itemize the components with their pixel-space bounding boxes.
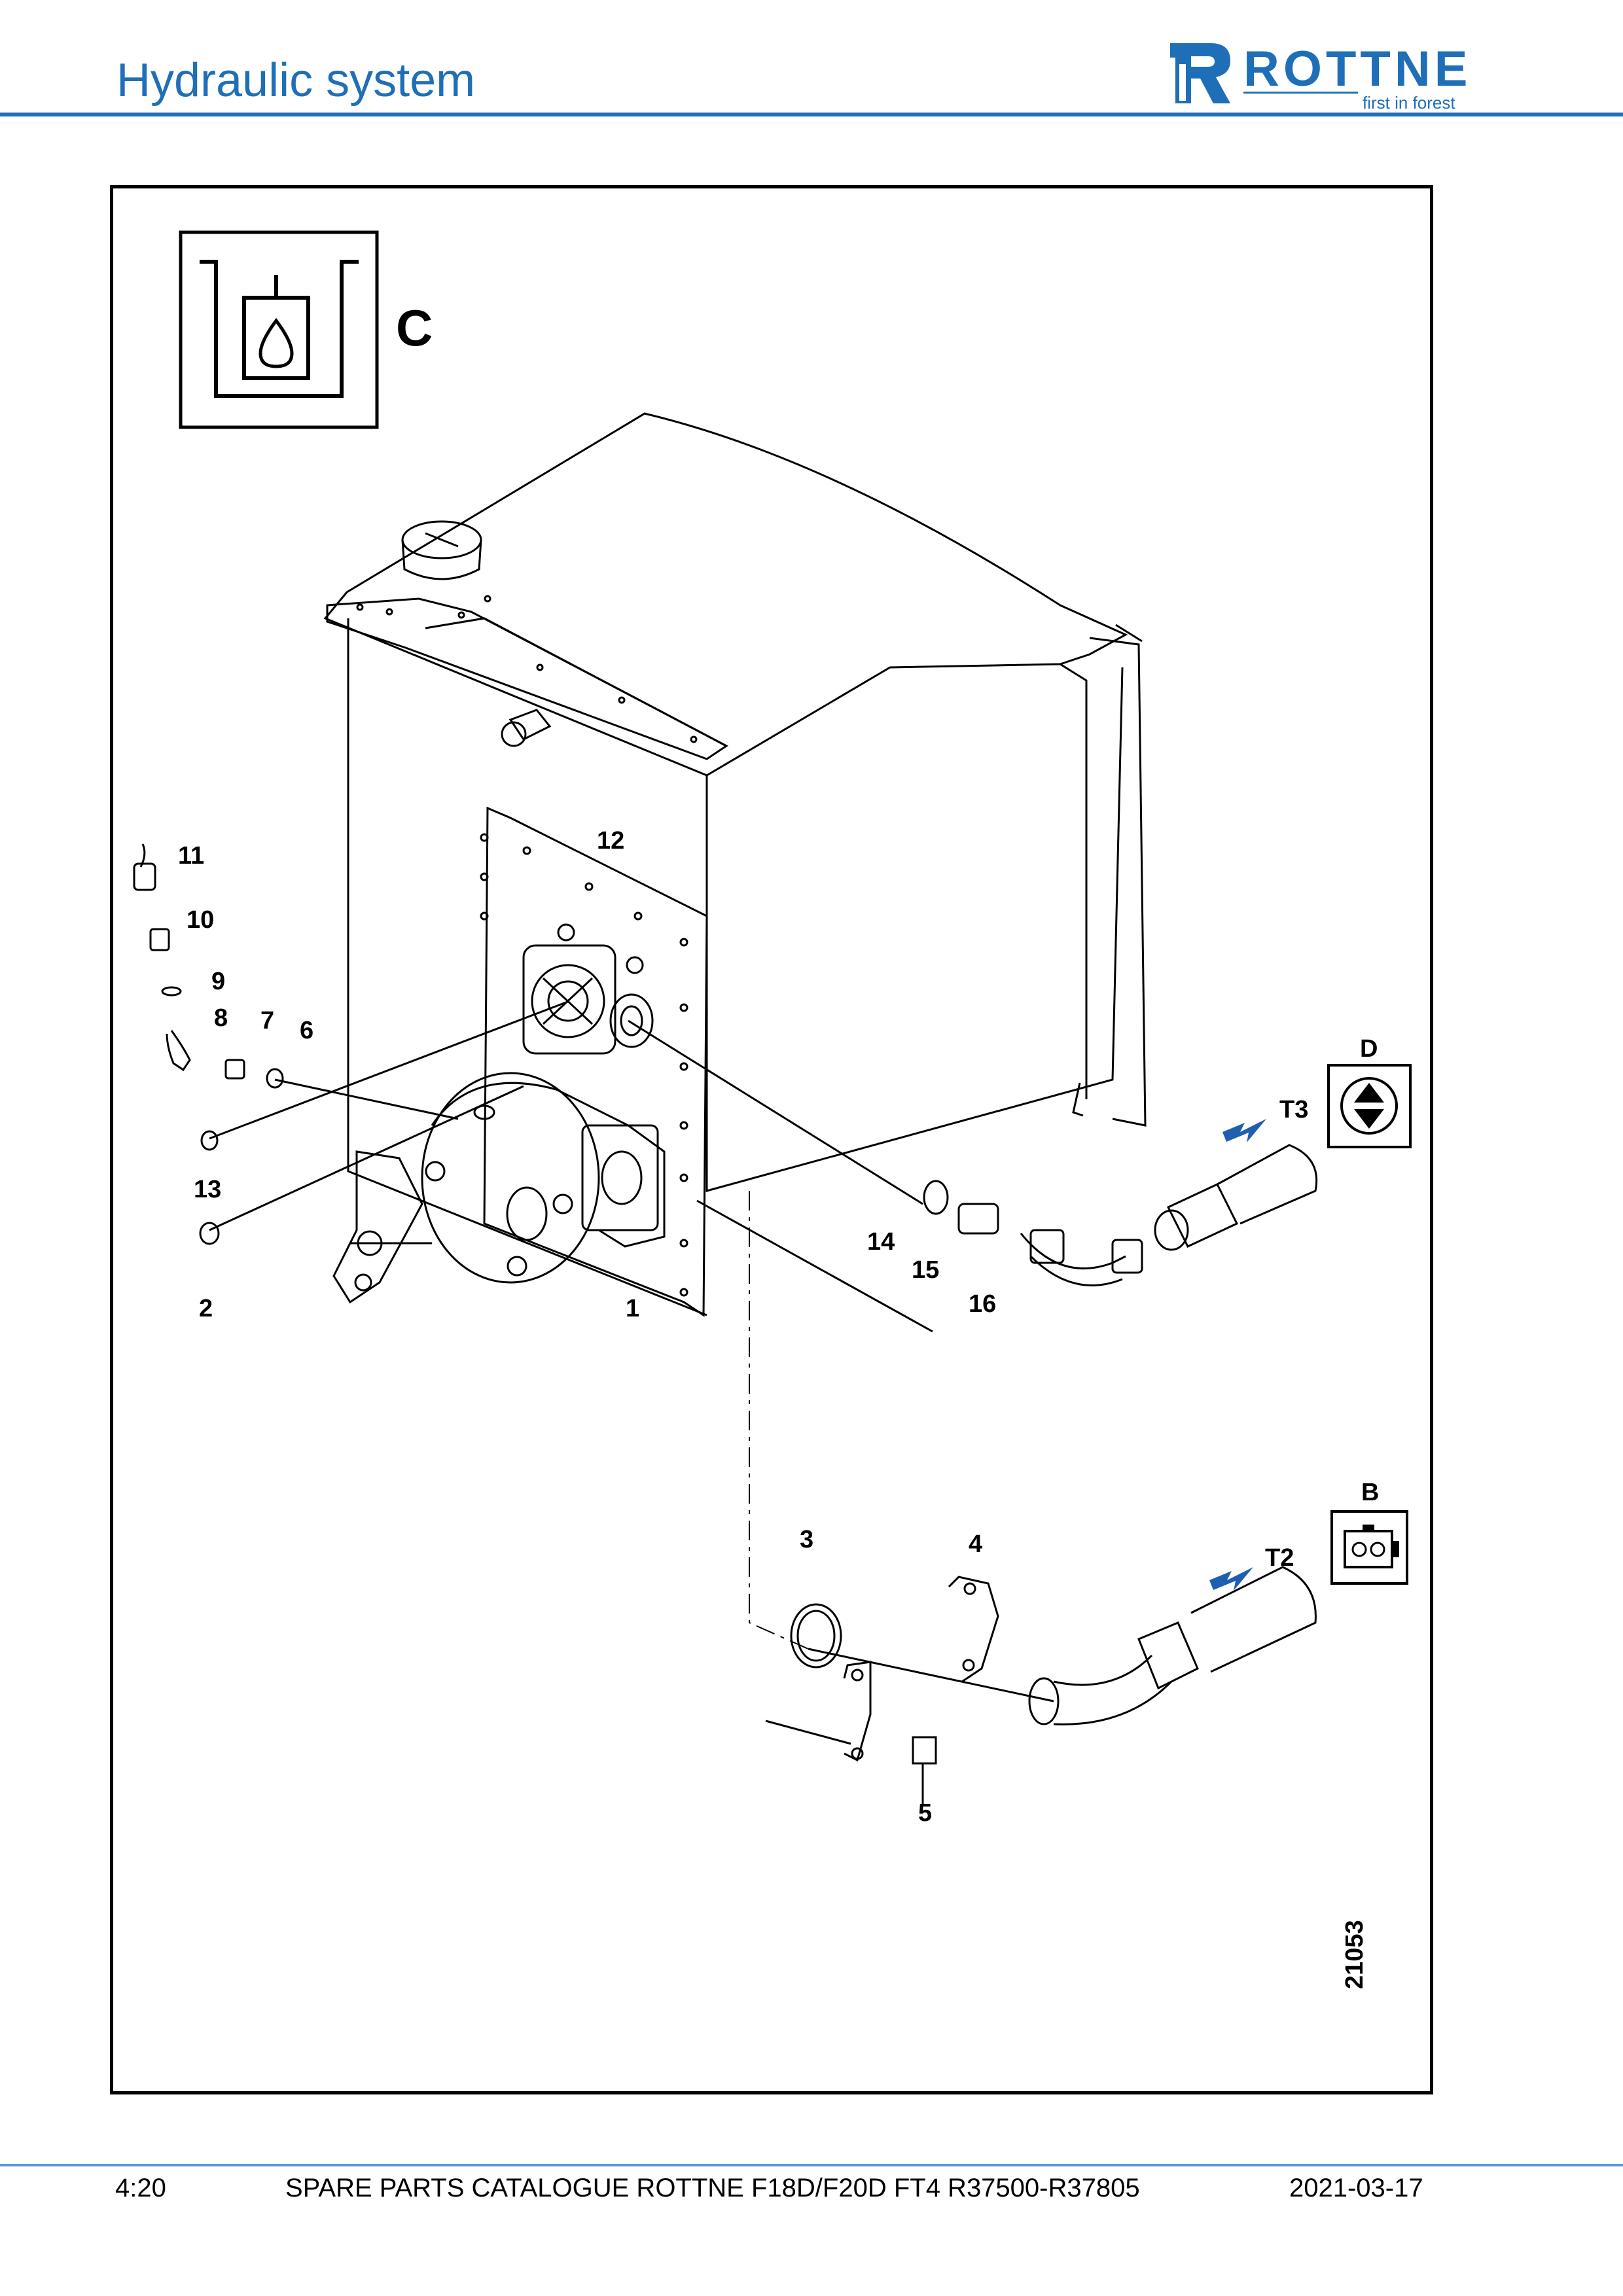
section-letter: C xyxy=(396,299,433,357)
hose-label-t3: T3 xyxy=(1279,1096,1308,1123)
catalogue-date: 2021-03-17 xyxy=(1289,2174,1423,2202)
callout-5: 5 xyxy=(918,1799,932,1827)
callout-6: 6 xyxy=(300,1017,313,1044)
callout-16: 16 xyxy=(969,1290,996,1318)
return-hose-t3 xyxy=(923,1144,1318,1286)
drawing-number: 21053 xyxy=(1341,1920,1368,1989)
callout-12: 12 xyxy=(597,827,624,855)
symbol-b-box xyxy=(1330,1510,1408,1585)
flow-direction-arrows xyxy=(1209,1119,1266,1591)
figure-frame xyxy=(110,185,1433,2094)
return-hose-t2 xyxy=(790,1566,1317,1806)
header-divider xyxy=(0,113,1623,116)
page-number: 4:20 xyxy=(115,2174,166,2202)
sender-assembly xyxy=(133,843,284,1245)
callout-labels: 11 10 9 8 7 6 13 2 1 12 14 15 16 3 4 5 T… xyxy=(178,299,1379,1989)
symbol-b-label: B xyxy=(1361,1479,1379,1506)
logo-wordmark: ROTTNE xyxy=(1243,41,1472,97)
symbol-d-label: D xyxy=(1360,1035,1378,1063)
callout-2: 2 xyxy=(199,1295,213,1322)
tank-return-symbol-icon xyxy=(1340,1077,1398,1135)
callout-3: 3 xyxy=(800,1526,813,1553)
callout-14: 14 xyxy=(867,1228,895,1256)
rottne-logo: ROTTNE first in forest xyxy=(1165,38,1518,113)
symbol-d-box xyxy=(1327,1064,1412,1148)
callout-4: 4 xyxy=(969,1530,982,1558)
suction-flange-1 xyxy=(332,1072,666,1304)
callout-10: 10 xyxy=(187,906,214,934)
callout-9: 9 xyxy=(211,968,225,995)
sensor-housing-12 xyxy=(522,923,654,1055)
callout-1: 1 xyxy=(626,1295,639,1322)
callout-15: 15 xyxy=(912,1256,939,1284)
hydraulic-tank-outline xyxy=(323,412,1147,1317)
callout-8: 8 xyxy=(214,1004,228,1032)
page-title: Hydraulic system xyxy=(116,54,476,107)
footer-divider xyxy=(0,2164,1623,2166)
logo-underline xyxy=(1243,92,1358,94)
callout-13: 13 xyxy=(194,1176,221,1203)
catalogue-title: SPARE PARTS CATALOGUE ROTTNE F18D/F20D F… xyxy=(285,2174,1140,2202)
callout-7: 7 xyxy=(260,1007,274,1034)
rottne-logo-mark-icon xyxy=(1170,43,1230,103)
logo-tagline: first in forest xyxy=(1363,93,1455,113)
callout-11: 11 xyxy=(178,842,204,870)
hose-label-t2: T2 xyxy=(1265,1544,1294,1572)
hydraulic-tank-symbol-icon xyxy=(179,230,379,429)
